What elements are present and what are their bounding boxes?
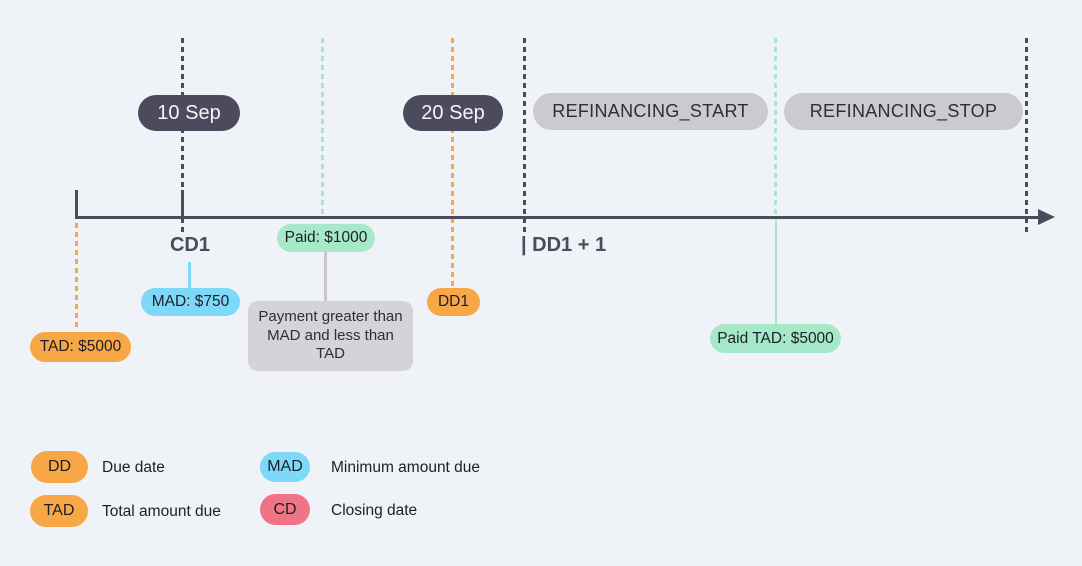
dd1-plus-1-axis-label: | DD1 + 1: [521, 234, 607, 256]
refinancing-start-label: REFINANCING_START: [552, 101, 749, 121]
guide-line-paid: [321, 38, 324, 218]
paid-pill-label: Paid: $1000: [284, 229, 368, 246]
guide-line-paid-tad: [774, 38, 777, 218]
guide-line-dd1: [451, 38, 454, 288]
guide-line-cd1: [181, 38, 184, 232]
dd1-pill: DD1: [427, 288, 480, 316]
date-pill-10sep-label: 10 Sep: [157, 101, 221, 124]
dd1-pill-label: DD1: [437, 293, 469, 310]
payment-note-box: Payment greater than MAD and less than T…: [248, 301, 413, 371]
connector-mad: [188, 262, 191, 288]
guide-line-ref-start: [523, 38, 526, 232]
legend-pill-dd-tag: DD: [47, 458, 72, 475]
legend-label-closing-date: Closing date: [331, 502, 418, 519]
date-pill-20sep: 20 Sep: [403, 95, 503, 131]
cd1-axis-label: CD1: [169, 234, 211, 256]
legend-pill-tad-tag: TAD: [43, 502, 75, 519]
legend-pill-mad: MAD: [260, 452, 310, 482]
timeline-cd1-tick: [181, 190, 184, 217]
timeline-start-tick: [75, 190, 78, 217]
legend-label-total-amount-due: Total amount due: [102, 503, 221, 520]
tad-pill-label: TAD: $5000: [39, 338, 122, 355]
legend-pill-dd: DD: [31, 451, 88, 483]
mad-pill-label: MAD: $750: [151, 293, 230, 310]
guide-line-tad: [75, 223, 78, 331]
legend-label-minimum-amount-due: Minimum amount due: [331, 459, 481, 476]
legend-pill-cd-tag: CD: [273, 500, 297, 518]
mad-pill: MAD: $750: [141, 288, 240, 316]
payment-note-text: Payment greater than MAD and less than T…: [258, 308, 403, 363]
refinancing-stop-label: REFINANCING_STOP: [809, 101, 998, 121]
paid-pill: Paid: $1000: [277, 224, 375, 252]
refinancing-start-pill: REFINANCING_START: [533, 93, 768, 130]
tad-pill: TAD: $5000: [30, 332, 131, 362]
legend-pill-tad: TAD: [30, 495, 88, 527]
guide-line-ref-stop: [1025, 38, 1028, 232]
connector-note: [324, 252, 327, 301]
paid-tad-pill-label: Paid TAD: $5000: [717, 329, 834, 347]
paid-tad-pill: Paid TAD: $5000: [710, 324, 841, 353]
connector-paid-tad: [775, 218, 777, 324]
date-pill-20sep-label: 20 Sep: [421, 101, 485, 124]
legend-label-due-date: Due date: [102, 459, 165, 476]
legend-pill-cd: CD: [260, 494, 310, 525]
timeline-axis: [75, 216, 1041, 219]
date-pill-10sep: 10 Sep: [138, 95, 240, 131]
legend-pill-mad-tag: MAD: [267, 458, 303, 475]
refinancing-stop-pill: REFINANCING_STOP: [784, 93, 1023, 130]
timeline-arrow-icon: [1038, 209, 1055, 225]
